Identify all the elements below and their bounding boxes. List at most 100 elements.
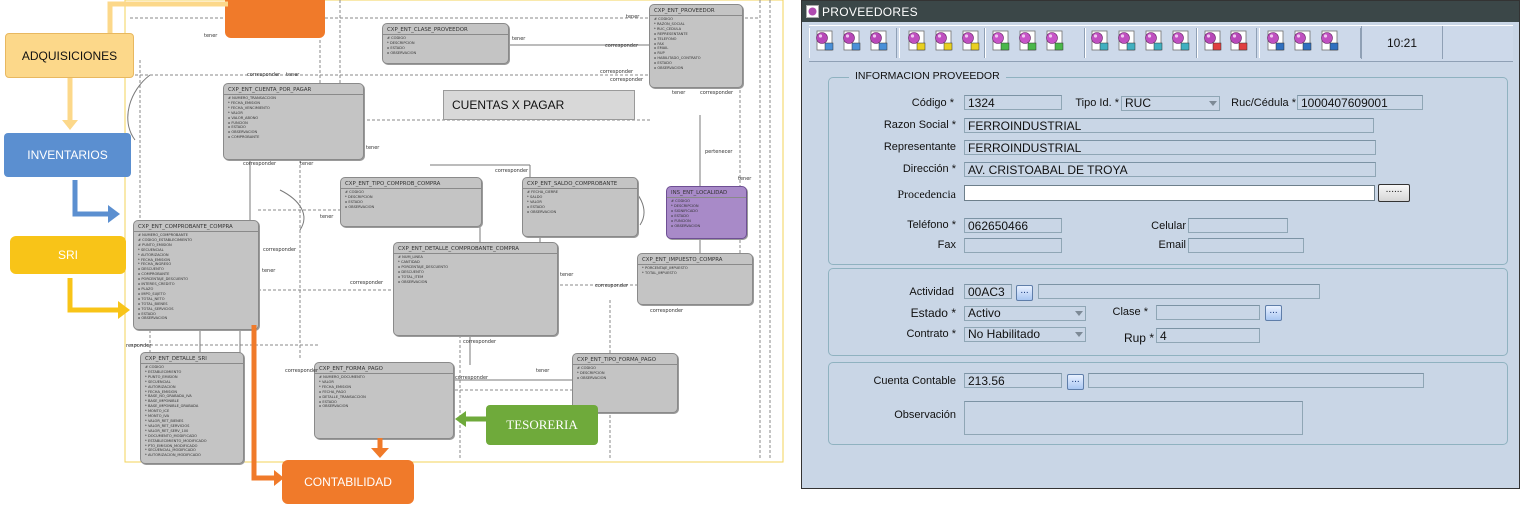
entity-attribute: o DETALLE_TRANSACCION (319, 394, 366, 399)
entity-attribute: o ESTADO (228, 125, 246, 130)
entity-attribute: o RUP (654, 51, 665, 56)
rel-label: corresponder (650, 308, 684, 314)
shapes-icon[interactable] (1088, 28, 1113, 54)
rel-label: corresponder (610, 77, 644, 83)
pyramid-icon[interactable] (1142, 28, 1167, 54)
procedencia-field[interactable] (964, 185, 1375, 201)
chevron-down-icon[interactable] (1075, 311, 1083, 316)
ball-icon[interactable] (813, 28, 838, 54)
rel-label: tener (536, 368, 550, 374)
entity-attribute: * ESTABLECIMIENTO (145, 369, 182, 374)
entity-attribute: # NUMERO_COMPROBANTE (138, 233, 188, 237)
entity-saldo-comprobante: CXP_ENT_SALDO_COMPROBANTE # FECHA_CIERRE… (522, 177, 638, 237)
ball-icon[interactable] (867, 28, 892, 54)
clase-lov-button[interactable]: ... (1265, 305, 1282, 321)
cuenta-contable-field[interactable]: 213.56 (964, 373, 1062, 388)
ball-icon[interactable] (840, 28, 865, 54)
actividad-field[interactable]: 00AC3 (964, 284, 1012, 299)
globe-icon[interactable] (1318, 28, 1343, 54)
chevron-down-icon[interactable] (1209, 101, 1217, 106)
pyramid-icon[interactable] (1169, 28, 1194, 54)
chevron-down-icon[interactable] (1075, 332, 1083, 337)
panel-clasificacion (828, 268, 1508, 356)
toolbar: 10:21 (809, 25, 1513, 62)
representante-field[interactable]: FERROINDUSTRIAL (964, 140, 1376, 155)
entity-attribute: * CANTIDAD (398, 259, 420, 264)
codigo-label: Código * (911, 97, 954, 109)
email-label: Email (1158, 239, 1186, 251)
window-titlebar[interactable]: PROVEEDORES (802, 1, 1519, 22)
gear-ball-icon[interactable] (959, 28, 984, 54)
app-icon (806, 5, 819, 18)
shapes-icon[interactable] (1115, 28, 1140, 54)
tipo-id-value: RUC (1125, 96, 1151, 110)
entity-attribute: * ESTABLECIMIENTO_MODIFICADO (145, 438, 207, 443)
actividad-desc-field[interactable] (1038, 284, 1320, 299)
entity-name: CXP_ENT_DETALLE_COMPROBANTE_COMPRA (394, 243, 557, 254)
entity-attribute: o OBSERVACION (398, 279, 428, 284)
celular-field[interactable] (1188, 218, 1288, 233)
procedencia-lov-button[interactable]: ...... (1378, 184, 1410, 202)
shapes-icon[interactable] (1016, 28, 1041, 54)
pyramid-icon[interactable] (1227, 28, 1252, 54)
entity-attribute: o COMPROBANTE (228, 135, 260, 140)
estado-label: Estado * (910, 306, 956, 320)
entity-attribute: o PORCENTAJE_DESCUENTO (138, 277, 189, 282)
telefono-field[interactable]: 062650466 (964, 218, 1062, 233)
shapes-icon[interactable] (1043, 28, 1068, 54)
ruc-cedula-field[interactable]: 1000407609001 (1297, 95, 1423, 110)
rel-label: tener (738, 176, 752, 182)
entity-attribute: o COMPROBANTE (138, 272, 170, 277)
entity-attribute: * VALOR_RET_SERVICIOS (145, 423, 190, 428)
actividad-lov-button[interactable]: ... (1016, 285, 1033, 301)
entity-forma-pago: CXP_ENT_FORMA_PAGO # NUMERO_DOCUMENTO* V… (314, 362, 454, 439)
pyramid-icon[interactable] (1264, 28, 1289, 54)
entity-attribute: * MONTO_ICE (145, 409, 170, 414)
rel-label: corresponder (285, 368, 319, 374)
window-title: PROVEEDORES (822, 5, 918, 19)
direccion-label: Dirección * (902, 163, 956, 175)
entity-attribute: o FUNCION (671, 218, 691, 223)
clase-field[interactable] (1156, 305, 1260, 320)
pyramid-icon[interactable] (1201, 28, 1226, 54)
pyramid-icon[interactable] (1291, 28, 1316, 54)
cuenta-desc-field[interactable] (1088, 373, 1424, 388)
direccion-field[interactable]: AV. CRISTOABAL DE TROYA (964, 162, 1376, 177)
email-field[interactable] (1188, 238, 1304, 253)
entity-attribute: * FECHA_INGRESO (138, 262, 172, 267)
tipo-id-select[interactable]: RUC (1121, 96, 1220, 111)
entity-attribute: o TOTAL_SERVICIOS (138, 306, 174, 311)
gear-ball-icon[interactable] (932, 28, 957, 54)
entity-attribute: # CODIGO (671, 199, 690, 203)
entity-attribute: * FECHA_EMISION (145, 389, 178, 394)
gear-ball-icon[interactable] (905, 28, 930, 54)
entity-name: CXP_ENT_IMPUESTO_COMPRA (638, 254, 752, 265)
entity-attribute: o OBSERVACION (671, 223, 701, 228)
entity-attribute: # FECHA_CIERRE (527, 190, 559, 194)
observacion-field[interactable] (964, 401, 1303, 435)
gear-ball-icon[interactable] (989, 28, 1014, 54)
clock: 10:21 (1361, 26, 1443, 59)
entity-name: CXP_ENT_TIPO_COMPROB_COMPRA (341, 178, 481, 189)
cuenta-contable-lov-button[interactable]: ... (1067, 374, 1084, 390)
fax-field[interactable] (964, 238, 1062, 253)
estado-select[interactable]: Activo (964, 306, 1086, 321)
codigo-field[interactable]: 1324 (964, 95, 1062, 110)
entity-attribute: * PTO_EMISION_MODIFICADO (145, 443, 198, 448)
entity-impuesto-compra: CXP_ENT_IMPUESTO_COMPRA * PORCENTAJE_IMP… (637, 253, 753, 305)
razon-social-field[interactable]: FERROINDUSTRIAL (964, 118, 1374, 133)
entity-attribute: * SALDO (527, 194, 543, 199)
entity-attribute: o HABILITADO_CONTRATO (654, 56, 701, 61)
contrato-select[interactable]: No Habilitado (964, 327, 1086, 342)
entity-name: CXP_ENT_COMPROBANTE_COMPRA (134, 221, 258, 232)
entity-attribute: * PUNTO_EMISION (145, 374, 178, 379)
cuenta-contable-label: Cuenta Contable (873, 375, 956, 387)
clase-label: Clase * (1112, 306, 1148, 318)
module-sri: SRI (10, 236, 126, 274)
entity-name: INS_ENT_LOCALIDAD (667, 187, 746, 198)
module-inventarios: INVENTARIOS (4, 133, 131, 177)
rup-field[interactable]: 4 (1156, 328, 1260, 343)
entity-attribute: * RAZON_SOCIAL (654, 21, 685, 26)
rel-label: tener (560, 272, 574, 278)
